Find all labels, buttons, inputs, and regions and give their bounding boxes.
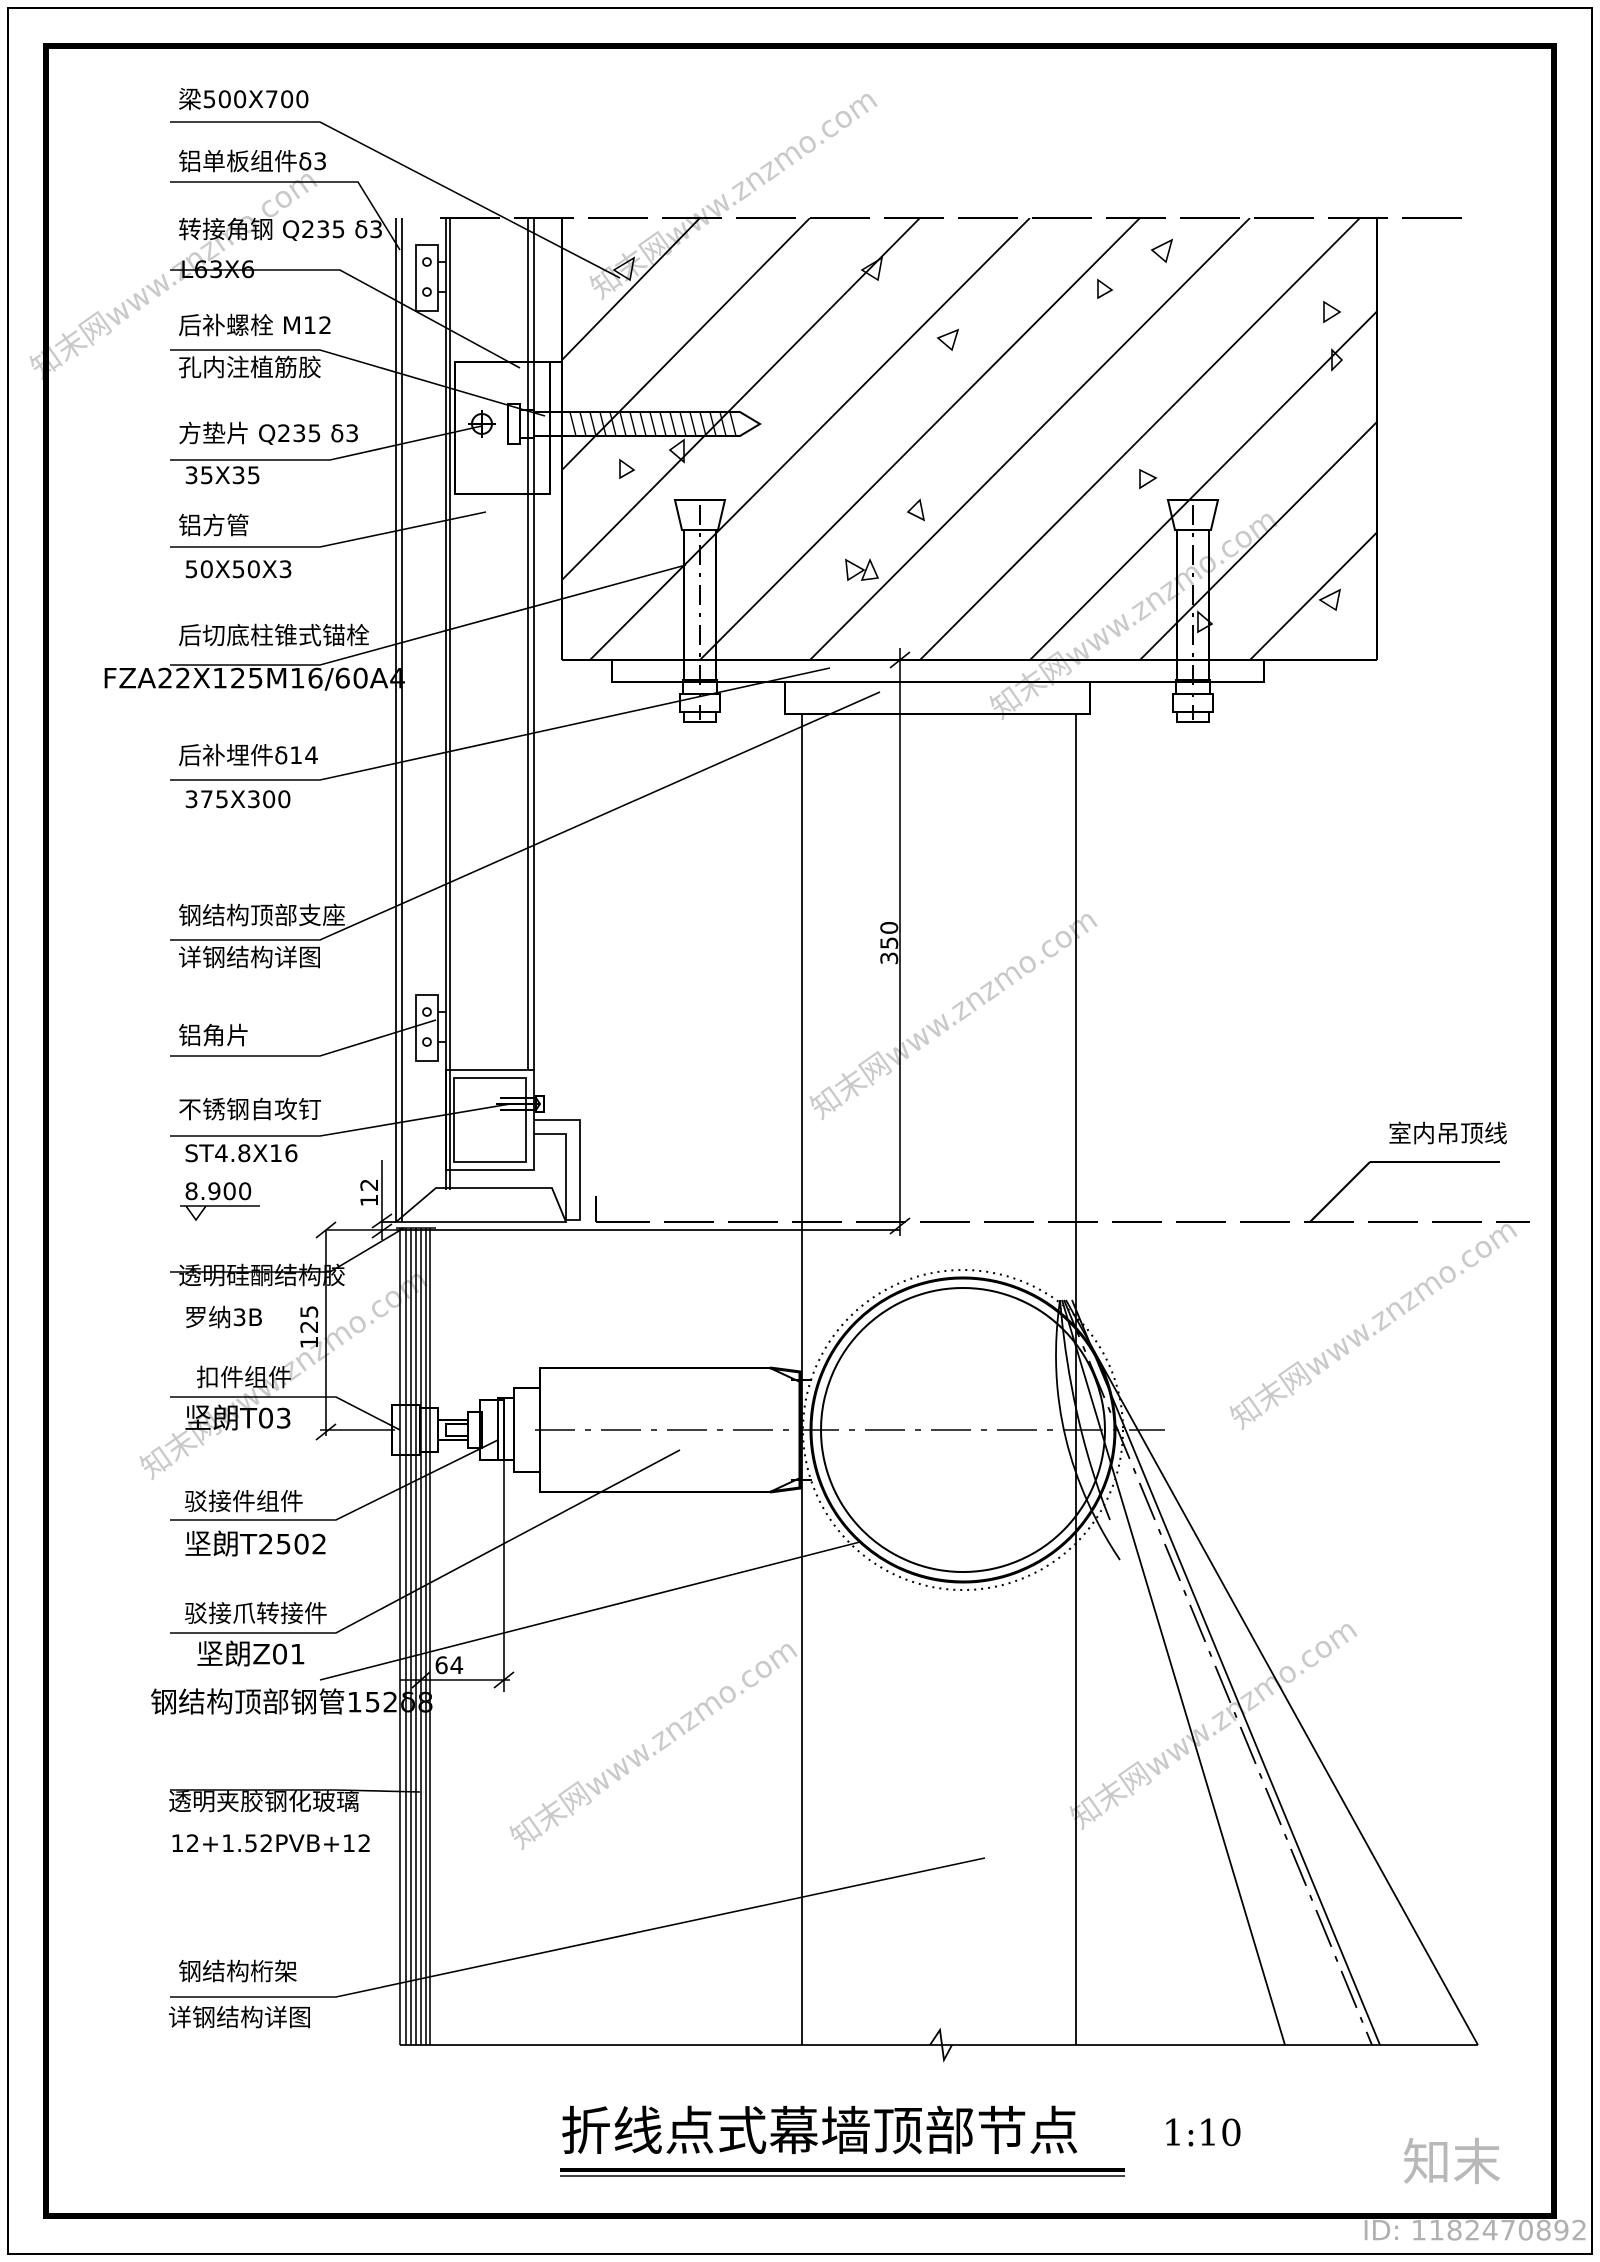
dimension-125-text: 125 [296, 1304, 324, 1350]
steel-column [400, 714, 1479, 2063]
label-support-1: 钢结构顶部支座 [178, 902, 346, 930]
label-screw-1: 不锈钢自攻钉 [178, 1096, 322, 1124]
label-al-angle: 铝角片 [178, 1022, 250, 1050]
label-clamp-1: 扣件组件 [196, 1364, 292, 1392]
drawing-title: 折线点式幕墙顶部节点 1:10 [560, 2103, 1243, 2177]
watermark-text: 知末网www.znzmo.com [1225, 1212, 1525, 1437]
watermark-text: 知末网www.znzmo.com [985, 502, 1285, 727]
leader-lines [170, 121, 986, 1998]
label-arm-1: 驳接爪转接件 [184, 1600, 328, 1628]
anchor-bolt-right [1166, 499, 1220, 723]
label-sealant-1: 透明硅酮结构胶 [178, 1262, 346, 1290]
dimension-350-text: 350 [876, 920, 904, 966]
label-truss-2: 详钢结构详图 [168, 2004, 312, 2032]
label-anchor-2: FZA22X125M16/60A4 [102, 662, 407, 695]
anchor-bolt-left [673, 499, 727, 723]
label-spider-2: 坚朗T2502 [184, 1528, 328, 1561]
label-al-tube-1: 铝方管 [178, 512, 250, 540]
annotation-labels: 梁500X700 铝单板组件δ3 转接角钢 Q235 δ3 L63X6 后补螺栓… [102, 86, 1508, 2032]
label-truss-1: 钢结构桁架 [178, 1958, 298, 1986]
label-plate-1: 后补埋件δ14 [178, 742, 319, 770]
label-al-tube-2: 50X50X3 [184, 556, 293, 584]
label-beam: 梁500X700 [178, 86, 310, 114]
watermark-text: 知末网www.znzmo.com [25, 162, 325, 387]
label-glass-2: 12+1.52PVB+12 [170, 1830, 372, 1858]
label-angle-steel-1: 转接角钢 Q235 δ3 [178, 216, 384, 244]
label-screw-2: ST4.8X16 [184, 1140, 299, 1168]
label-bolt-1: 后补螺栓 M12 [178, 312, 333, 340]
title-scale: 1:10 [1162, 2114, 1243, 2155]
label-support-2: 详钢结构详图 [178, 944, 322, 972]
label-spider-1: 驳接件组件 [184, 1488, 304, 1516]
label-plate-2: 375X300 [184, 786, 292, 814]
label-ceiling: 室内吊顶线 [1388, 1120, 1508, 1148]
label-angle-steel-2: L63X6 [180, 256, 256, 284]
watermark-text: 知末网www.znzmo.com [805, 902, 1105, 1127]
glass-panel [396, 1227, 436, 2045]
inner-frame [43, 43, 1557, 2219]
label-sealant-2: 罗纳3B [184, 1304, 264, 1332]
label-glass-1: 透明夹胶钢化玻璃 [168, 1788, 360, 1816]
aluminium-subframe [380, 218, 900, 1231]
watermark-text: 知末网www.znzmo.com [585, 82, 885, 307]
watermark-text: 知末网www.znzmo.com [505, 1632, 805, 1857]
watermark-logo: 知末 [1402, 2134, 1502, 2192]
title-main: 折线点式幕墙顶部节点 [560, 2103, 1080, 2163]
self-tapping-screw [496, 1095, 545, 1113]
ceiling-line [595, 1161, 1530, 1223]
watermark-id: ID: 1182470892 [1362, 2214, 1588, 2247]
label-arm-2: 坚朗Z01 [196, 1638, 307, 1671]
label-washer-1: 方垫片 Q235 δ3 [178, 420, 360, 448]
angle-bracket [454, 361, 762, 495]
elevation-marker [180, 1205, 260, 1222]
outer-frame [7, 7, 1593, 2255]
dimension-64 [400, 1460, 515, 1692]
label-bolt-2: 孔内注植筋胶 [178, 354, 322, 382]
dimension-350 [889, 648, 911, 1236]
label-clamp-2: 坚朗T03 [184, 1402, 293, 1435]
label-anchor-1: 后切底柱锥式锚栓 [178, 622, 370, 650]
steel-pipe [535, 1269, 1165, 1591]
label-elevation: 8.900 [184, 1178, 253, 1206]
dimension-12-text: 12 [356, 1177, 384, 1208]
embed-plate [611, 659, 1265, 715]
label-al-panel: 铝单板组件δ3 [178, 148, 328, 176]
label-pipe: 钢结构顶部钢管152δ8 [150, 1686, 434, 1719]
dimension-12-125 [315, 1160, 396, 1441]
dimension-64-text: 64 [434, 1652, 465, 1680]
label-washer-2: 35X35 [184, 462, 262, 490]
